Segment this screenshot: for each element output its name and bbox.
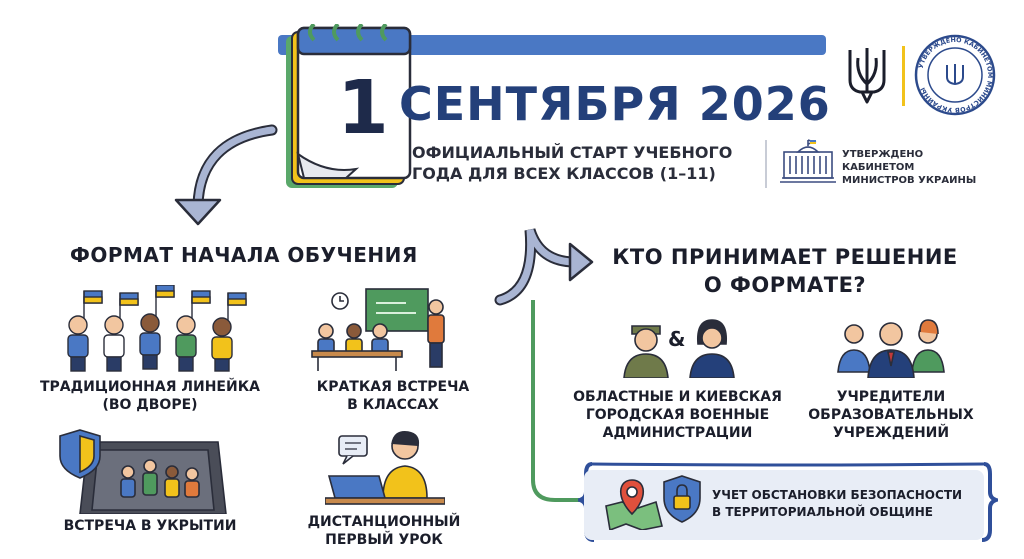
ampersand: & (668, 327, 686, 351)
official-woman-icon (689, 319, 735, 378)
option-class-meeting: КРАТКАЯ ВСТРЕЧА В КЛАССАХ (288, 378, 498, 414)
option-label: В КЛАССАХ (347, 397, 439, 413)
subtitle: ОФИЦИАЛЬНЫЙ СТАРТ УЧЕБНОГО ГОДА ДЛЯ ВСЕХ… (412, 142, 764, 184)
parliament-building-icon (780, 139, 836, 183)
coat-of-arms-icon (848, 48, 886, 104)
option-shelter-meeting: ВСТРЕЧА В УКРЫТИИ (30, 517, 270, 535)
option-label: ТРАДИЦИОННАЯ ЛИНЕЙКА (40, 379, 260, 395)
founders-group-icon (837, 319, 945, 378)
calendar-icon (286, 24, 412, 188)
date-day: 1 (337, 65, 389, 151)
children-with-flags-icon (67, 285, 247, 372)
approved-label: УТВЕРЖДЕНО КАБИНЕТОМ МИНИСТРОВ УКРАИНЫ (842, 148, 976, 187)
decider-label: ГОРОДСКАЯ ВОЕННЫЕ (585, 407, 770, 423)
approved-line: МИНИСТРОВ УКРАИНЫ (842, 175, 977, 186)
decision-title-line: КТО ПРИНИМАЕТ РЕШЕНИЕ (612, 245, 958, 269)
stamp-seal-icon: УТВЕРЖДЕНО КАБИНЕТОМ МИНИСТРОВ УКРАИНЫ (914, 34, 996, 116)
decider-label: ОБРАЗОВАТЕЛЬНЫХ (808, 407, 974, 423)
decision-title-line: О ФОРМАТЕ? (703, 273, 867, 297)
shield-lock-icon (663, 475, 701, 523)
laptop-student-icon (325, 430, 445, 505)
option-traditional-lineup: ТРАДИЦИОННАЯ ЛИНЕЙКА (ВО ДВОРЕ) (20, 378, 280, 414)
option-label: ДИСТАНЦИОННЫЙ (307, 514, 461, 530)
decision-section-title: КТО ПРИНИМАЕТ РЕШЕНИЕ О ФОРМАТЕ? (570, 243, 1000, 299)
option-label: (ВО ДВОРЕ) (102, 397, 198, 413)
format-section-title: ФОРМАТ НАЧАЛА ОБУЧЕНИЯ (70, 243, 418, 267)
arrowhead-icon (174, 198, 222, 226)
decider-label: ОБЛАСТНЫЕ И КИЕВСКАЯ (573, 389, 782, 405)
divider (765, 140, 767, 188)
classroom-icon (311, 288, 445, 371)
safety-line: УЧЕТ ОБСТАНОВКИ БЕЗОПАСНОСТИ (712, 488, 963, 502)
approved-line: УТВЕРЖДЕНО (842, 149, 924, 160)
date-month-year: СЕНТЯБРЯ 2026 (399, 77, 831, 131)
green-connector (531, 300, 588, 502)
divider (902, 46, 905, 106)
decider-military-administrations: ОБЛАСТНЫЕ И КИЕВСКАЯ ГОРОДСКАЯ ВОЕННЫЕ А… (555, 388, 800, 442)
safety-line: В ТЕРРИТОРИАЛЬНОЙ ОБЩИНЕ (712, 505, 933, 519)
decider-label: УЧРЕДИТЕЛИ (836, 389, 946, 405)
decider-label: АДМИНИСТРАЦИИ (602, 425, 753, 441)
option-remote-lesson: ДИСТАНЦИОННЫЙ ПЕРВЫЙ УРОК (284, 513, 484, 549)
shelter-icon (59, 429, 227, 514)
arrowhead-icon (568, 242, 594, 282)
option-label: ПЕРВЫЙ УРОК (325, 532, 443, 548)
decider-label: УЧРЕЖДЕНИЙ (832, 425, 950, 441)
map-pin-icon (605, 479, 663, 530)
decider-founders: УЧРЕДИТЕЛИ ОБРАЗОВАТЕЛЬНЫХ УЧРЕЖДЕНИЙ (796, 388, 986, 442)
safety-consideration-text: УЧЕТ ОБСТАНОВКИ БЕЗОПАСНОСТИ В ТЕРРИТОРИ… (712, 487, 982, 521)
military-person-icon (623, 325, 669, 378)
subtitle-line: ОФИЦИАЛЬНЫЙ СТАРТ УЧЕБНОГО (412, 143, 733, 162)
header-bar (278, 35, 826, 55)
subtitle-line: ГОДА ДЛЯ ВСЕХ КЛАССОВ (1–11) (412, 164, 716, 183)
approved-line: КАБИНЕТОМ (842, 162, 915, 173)
option-label: ВСТРЕЧА В УКРЫТИИ (63, 518, 237, 534)
option-label: КРАТКАЯ ВСТРЕЧА (316, 379, 470, 395)
